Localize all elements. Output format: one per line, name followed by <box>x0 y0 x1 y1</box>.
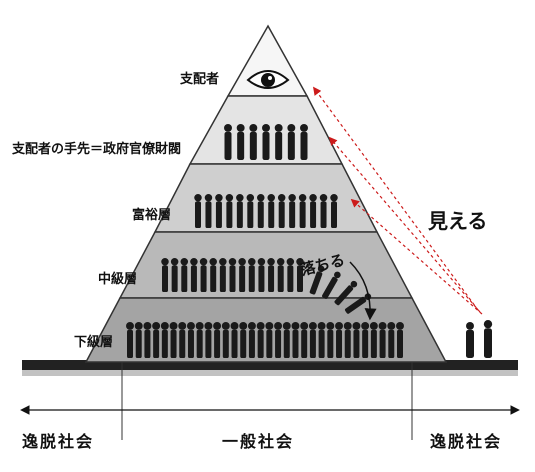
person-silhouette-icon <box>387 322 396 358</box>
person-silhouette-icon <box>169 322 178 358</box>
seeing-label: 見える <box>428 209 488 233</box>
person-silhouette-icon <box>267 258 275 292</box>
person-silhouette-icon <box>236 194 244 228</box>
dashed-arrow-icon <box>350 198 483 315</box>
person-silhouette-icon <box>296 258 304 292</box>
person-silhouette-icon <box>322 271 341 299</box>
person-silhouette-icon <box>228 258 237 292</box>
person-silhouette-icon <box>369 322 378 358</box>
person-silhouette-icon <box>248 258 256 292</box>
person-silhouette-icon <box>282 322 291 358</box>
person-silhouette-icon <box>352 322 361 358</box>
person-silhouette-icon <box>262 124 270 160</box>
person-silhouette-icon <box>288 194 296 228</box>
dashed-arrow-icon <box>313 86 479 311</box>
person-silhouette-icon <box>152 322 161 358</box>
society-right-label: 逸脱社会 <box>430 432 503 451</box>
person-silhouette-icon <box>378 322 387 358</box>
person-silhouette-icon <box>287 124 296 160</box>
wealthy-silhouettes <box>194 194 338 228</box>
person-silhouette-icon <box>330 194 338 228</box>
seeing-arrows <box>313 86 483 315</box>
person-silhouette-icon <box>291 322 300 358</box>
person-silhouette-icon <box>199 258 208 292</box>
person-silhouette-icon <box>257 258 266 292</box>
person-silhouette-icon <box>215 194 223 228</box>
tier-label-wealthy: 富裕層 <box>132 208 172 223</box>
person-silhouette-icon <box>219 258 227 292</box>
person-silhouette-icon <box>319 194 328 228</box>
person-silhouette-icon <box>274 322 283 358</box>
ground-shadow <box>22 370 518 376</box>
person-silhouette-icon <box>326 322 335 358</box>
person-silhouette-icon <box>300 124 308 160</box>
dashed-arrow-icon <box>328 136 481 313</box>
person-silhouette-icon <box>246 194 255 228</box>
person-silhouette-icon <box>195 322 204 358</box>
person-silhouette-icon <box>286 258 295 292</box>
person-silhouette-icon <box>239 322 248 358</box>
person-silhouette-icon <box>178 322 187 358</box>
person-silhouette-icon <box>267 194 275 228</box>
person-silhouette-icon <box>238 258 246 292</box>
person-silhouette-icon <box>225 194 234 228</box>
person-silhouette-icon <box>204 322 213 358</box>
outside-silhouettes <box>466 320 493 358</box>
person-silhouette-icon <box>309 265 325 295</box>
person-silhouette-icon <box>143 322 152 358</box>
person-silhouette-icon <box>334 280 358 306</box>
person-silhouette-icon <box>170 258 179 292</box>
person-silhouette-icon <box>249 124 258 160</box>
person-silhouette-icon <box>483 320 493 358</box>
person-silhouette-icon <box>277 194 286 228</box>
person-silhouette-icon <box>274 124 283 160</box>
eye-icon <box>246 70 290 89</box>
person-silhouette-icon <box>160 322 169 358</box>
person-silhouette-icon <box>236 124 245 160</box>
person-silhouette-icon <box>257 194 265 228</box>
person-silhouette-icon <box>209 258 217 292</box>
person-silhouette-icon <box>134 322 143 358</box>
tier-wealthy <box>153 163 379 233</box>
person-silhouette-icon <box>187 322 195 358</box>
tier-label-middle: 中級層 <box>98 272 138 287</box>
person-silhouette-icon <box>256 322 265 358</box>
person-silhouette-icon <box>335 322 343 358</box>
person-silhouette-icon <box>300 322 309 358</box>
society-left-label: 逸脱社会 <box>22 432 95 451</box>
agents-silhouettes <box>224 124 308 160</box>
lower-silhouettes <box>126 322 404 358</box>
society-center-label: 一般社会 <box>222 432 295 451</box>
person-silhouette-icon <box>343 322 352 358</box>
person-silhouette-icon <box>308 322 317 358</box>
person-silhouette-icon <box>204 194 213 228</box>
falling-arrow <box>349 261 377 321</box>
tier-label-rulers: 支配者 <box>180 72 220 87</box>
person-silhouette-icon <box>317 322 326 358</box>
person-silhouette-icon <box>396 322 404 358</box>
person-silhouette-icon <box>247 322 256 358</box>
person-silhouette-icon <box>309 194 317 228</box>
person-silhouette-icon <box>298 194 307 228</box>
person-silhouette-icon <box>224 124 232 160</box>
person-silhouette-icon <box>230 322 239 358</box>
person-silhouette-icon <box>213 322 222 358</box>
person-silhouette-icon <box>180 258 189 292</box>
tier-label-agents: 支配者の手先＝政府官僚財閥 <box>12 142 182 157</box>
person-silhouette-icon <box>361 322 370 358</box>
person-silhouette-icon <box>161 258 169 292</box>
person-silhouette-icon <box>466 322 474 358</box>
person-silhouette-icon <box>126 322 134 358</box>
person-silhouette-icon <box>190 258 198 292</box>
person-silhouette-icon <box>221 322 230 358</box>
person-silhouette-icon <box>265 322 274 358</box>
ground-line <box>22 360 518 370</box>
person-silhouette-icon <box>276 258 285 292</box>
tier-label-lower: 下級層 <box>74 335 114 350</box>
person-silhouette-icon <box>194 194 202 228</box>
